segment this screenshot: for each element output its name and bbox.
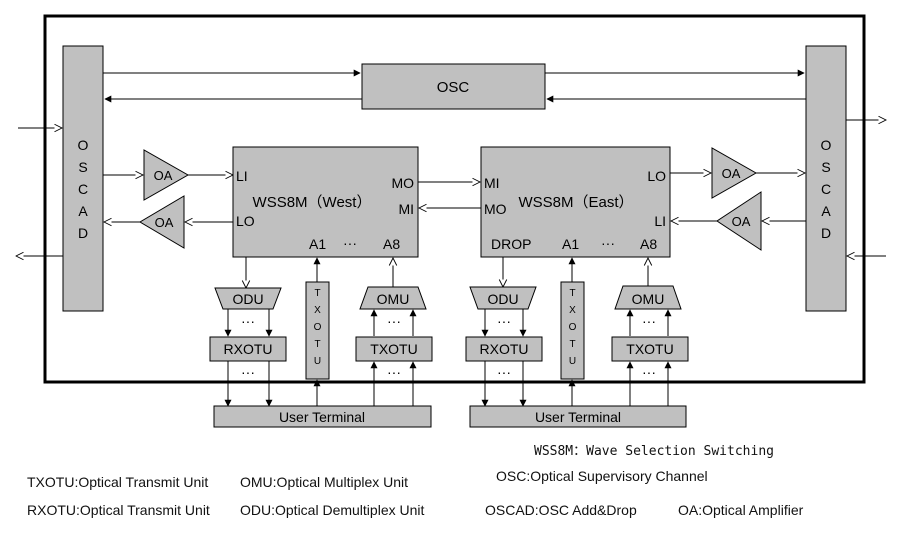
oa-east-lower xyxy=(716,191,762,251)
oa-east-upper-label: OA xyxy=(722,166,741,181)
odu-west xyxy=(214,287,282,310)
wss-east-lo: LO xyxy=(647,168,666,184)
wss-west-title: WSS8M（West） xyxy=(253,194,372,211)
osc-block xyxy=(361,63,546,110)
legend-txotu: TXOTU:Optical Transmit Unit xyxy=(27,474,209,490)
wss-west-mi: MI xyxy=(398,201,414,217)
txotu-east xyxy=(611,336,689,362)
txotu-west-label: TXOTU xyxy=(370,341,417,357)
legend-odu: ODU:Optical Demultiplex Unit xyxy=(240,502,425,518)
txotu-w-dots: ··· xyxy=(387,364,401,380)
omu-e-dots: ··· xyxy=(642,313,656,329)
user-terminal-west-label: User Terminal xyxy=(279,409,365,425)
odu-e-dots: ··· xyxy=(497,313,511,329)
odu-east-label: ODU xyxy=(487,291,518,307)
wss-west-lo: LO xyxy=(236,213,255,229)
txotu-e-dots: ··· xyxy=(642,364,656,380)
omu-east-label: OMU xyxy=(632,291,665,307)
rxotu-west-label: RXOTU xyxy=(224,341,273,357)
omu-east xyxy=(614,285,682,310)
wss-east-a8: A8 xyxy=(640,236,657,252)
txotu-west xyxy=(355,336,433,362)
user-terminal-west xyxy=(213,405,432,428)
rxotu-w-dots: ··· xyxy=(241,364,255,380)
wss-west-block xyxy=(232,146,419,258)
omu-west-label: OMU xyxy=(377,291,410,307)
omu-west xyxy=(359,286,427,310)
oa-west-upper xyxy=(143,149,190,201)
oscad-right-block xyxy=(805,45,847,312)
odu-east xyxy=(469,286,537,310)
wss-west-dots: ··· xyxy=(343,235,357,251)
wss-east-a1: A1 xyxy=(562,236,579,252)
wss-east-title: WSS8M（East） xyxy=(518,194,633,211)
omu-w-dots: ··· xyxy=(387,313,401,329)
oa-east-lower-label: OA xyxy=(732,214,751,229)
wss-west-a8: A8 xyxy=(383,236,400,252)
oa-west-upper-label: OA xyxy=(154,168,173,183)
txotu-east-label: TXOTU xyxy=(626,341,673,357)
wss-east-mi: MI xyxy=(484,175,500,191)
legend-osc: OSC:Optical Supervisory Channel xyxy=(496,468,708,484)
user-terminal-east-label: User Terminal xyxy=(535,409,621,425)
legend-rxotu: RXOTU:Optical Transmit Unit xyxy=(27,502,210,518)
legend-wss8m: WSS8M：Wave Selection Switching xyxy=(534,444,774,459)
legend-oa: OA:Optical Amplifier xyxy=(678,502,804,518)
system-frame xyxy=(43,14,866,384)
wss-east-block xyxy=(480,146,671,258)
oa-east-upper xyxy=(711,147,758,199)
rxotu-east-label: RXOTU xyxy=(480,341,529,357)
wss-east-li: LI xyxy=(654,213,666,229)
oa-west-lower xyxy=(139,195,185,249)
rxotu-west xyxy=(209,336,287,362)
oscad-left-block xyxy=(62,45,104,312)
wss-west-a1: A1 xyxy=(309,236,326,252)
rxotu-east xyxy=(465,336,543,362)
odu-w-dots: ··· xyxy=(241,313,255,329)
wss-west-li: LI xyxy=(236,168,248,184)
wss-east-drop: DROP xyxy=(491,236,531,252)
legend-omu: OMU:Optical Multiplex Unit xyxy=(240,474,409,490)
wss-east-mo: MO xyxy=(484,201,507,217)
oa-west-lower-label: OA xyxy=(155,215,174,230)
osc-label: OSC xyxy=(437,79,470,96)
rxotu-e-dots: ··· xyxy=(497,364,511,380)
odu-west-label: ODU xyxy=(232,291,263,307)
legend-oscad: OSCAD:OSC Add&Drop xyxy=(485,502,637,518)
user-terminal-east xyxy=(469,405,687,428)
wss-east-dots: ··· xyxy=(601,235,615,251)
wss-west-mo: MO xyxy=(391,175,414,191)
